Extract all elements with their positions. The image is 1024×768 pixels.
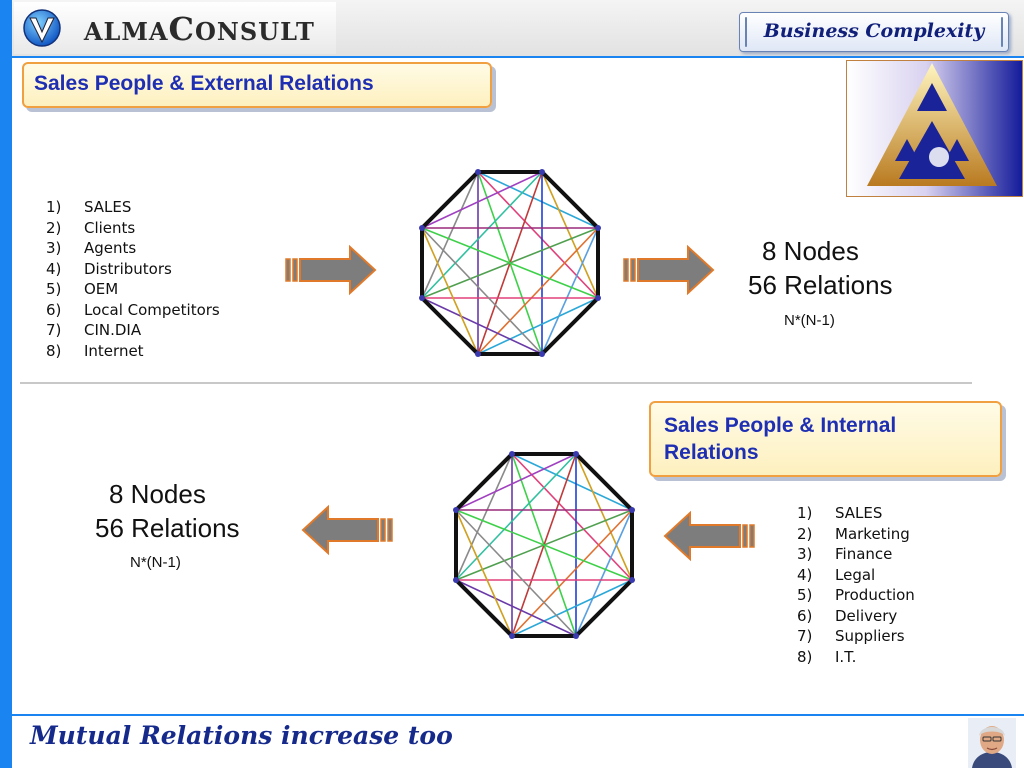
network-edge bbox=[511, 453, 633, 511]
network-edge bbox=[421, 171, 543, 229]
valma-logo-icon bbox=[23, 9, 61, 47]
network-node bbox=[539, 169, 545, 175]
network-edge bbox=[421, 171, 543, 299]
external-relations-title: Sales People & External Relations bbox=[34, 72, 374, 95]
internal-nodes-count: 8 Nodes bbox=[109, 479, 206, 509]
section-label-box: Business Complexity bbox=[739, 12, 1009, 52]
list-item: 6)Delivery bbox=[797, 606, 898, 625]
list-item: 7)CIN.DIA bbox=[46, 321, 142, 339]
list-item: 4)Legal bbox=[797, 565, 876, 584]
network-edge bbox=[541, 171, 599, 299]
list-item: 1)SALES bbox=[797, 504, 883, 522]
network-edge bbox=[421, 227, 543, 355]
network-edge bbox=[575, 453, 633, 581]
external-nodes-count: 8 Nodes bbox=[762, 236, 859, 266]
network-node bbox=[453, 507, 459, 513]
list-item: 8)I.T. bbox=[797, 647, 857, 666]
network-node bbox=[419, 225, 425, 231]
left-arrow-icon bbox=[301, 504, 393, 556]
network-edge bbox=[455, 453, 513, 581]
fractal-image bbox=[846, 60, 1023, 197]
network-edge bbox=[455, 453, 577, 511]
network-edge bbox=[477, 297, 599, 355]
network-node bbox=[629, 507, 635, 513]
list-item: 5)Production bbox=[797, 586, 915, 604]
section-label: Business Complexity bbox=[763, 20, 985, 42]
network-edge bbox=[541, 227, 599, 355]
list-item: 2)Marketing bbox=[797, 524, 910, 543]
network-edge bbox=[455, 509, 633, 581]
internal-relations-title: Sales People & Internal Relations bbox=[664, 414, 897, 464]
network-edge bbox=[421, 227, 479, 355]
left-accent-bar bbox=[0, 0, 12, 768]
list-item: 1)SALES bbox=[46, 198, 132, 216]
left-arrow-icon bbox=[663, 510, 755, 562]
list-item: 2)Clients bbox=[46, 218, 136, 237]
network-node bbox=[573, 633, 579, 639]
logo-letter-c: C bbox=[168, 10, 195, 48]
list-item: 6)Local Competitors bbox=[46, 300, 220, 319]
list-item: 5)OEM bbox=[46, 280, 119, 298]
network-edge bbox=[421, 297, 543, 355]
network-edge bbox=[455, 453, 577, 581]
internal-relations-title-box: Sales People & Internal Relations bbox=[649, 401, 1002, 477]
network-node bbox=[453, 577, 459, 583]
network-edge bbox=[455, 509, 513, 637]
logo-wordmark: VALMACONSULT bbox=[58, 10, 315, 48]
network-node bbox=[509, 633, 515, 639]
network-node bbox=[475, 169, 481, 175]
right-arrow-icon bbox=[623, 244, 715, 296]
network-node bbox=[419, 295, 425, 301]
logo-alma: ALMA bbox=[83, 17, 169, 46]
network-node bbox=[629, 577, 635, 583]
section-divider bbox=[20, 382, 972, 384]
network-node bbox=[595, 295, 601, 301]
network-edge bbox=[455, 579, 577, 637]
network-node bbox=[475, 351, 481, 357]
list-item: 3)Agents bbox=[46, 239, 137, 257]
network-edge bbox=[421, 171, 479, 299]
external-relations-list: 1)SALES 2)Clients 3)Agents 4)Distributor… bbox=[46, 198, 220, 362]
octagon-network-diagram bbox=[419, 169, 601, 357]
list-item: 7)Suppliers bbox=[797, 627, 905, 645]
external-relations-title-box: Sales People & External Relations bbox=[22, 62, 492, 108]
external-formula: N*(N-1) bbox=[784, 312, 835, 329]
network-edge bbox=[575, 509, 633, 637]
octagon-network-diagram bbox=[453, 451, 635, 639]
network-node bbox=[595, 225, 601, 231]
list-item: 4)Distributors bbox=[46, 259, 172, 278]
footer-tagline: Mutual Relations increase too bbox=[30, 721, 453, 750]
logo-onsult: ONSULT bbox=[194, 17, 315, 46]
network-edge bbox=[511, 579, 633, 637]
network-edge bbox=[421, 227, 599, 299]
network-node bbox=[509, 451, 515, 457]
external-relations-count: 56 Relations bbox=[748, 270, 893, 300]
internal-relations-count: 56 Relations bbox=[95, 513, 240, 543]
list-item: 8)Internet bbox=[46, 341, 144, 360]
right-arrow-icon bbox=[285, 244, 377, 296]
network-edge bbox=[455, 509, 577, 637]
logo-letter-v: V bbox=[58, 10, 84, 48]
list-item: 3)Finance bbox=[797, 545, 893, 563]
internal-relations-list: 1)SALES 2)Marketing 3)Finance 4)Legal 5)… bbox=[797, 504, 915, 668]
internal-formula: N*(N-1) bbox=[130, 554, 181, 571]
footer-divider bbox=[12, 714, 1024, 716]
network-edge bbox=[477, 171, 599, 229]
network-node bbox=[539, 351, 545, 357]
network-node bbox=[573, 451, 579, 457]
valma-logo: VALMACONSULT bbox=[14, 2, 336, 54]
presenter-avatar bbox=[968, 718, 1016, 768]
